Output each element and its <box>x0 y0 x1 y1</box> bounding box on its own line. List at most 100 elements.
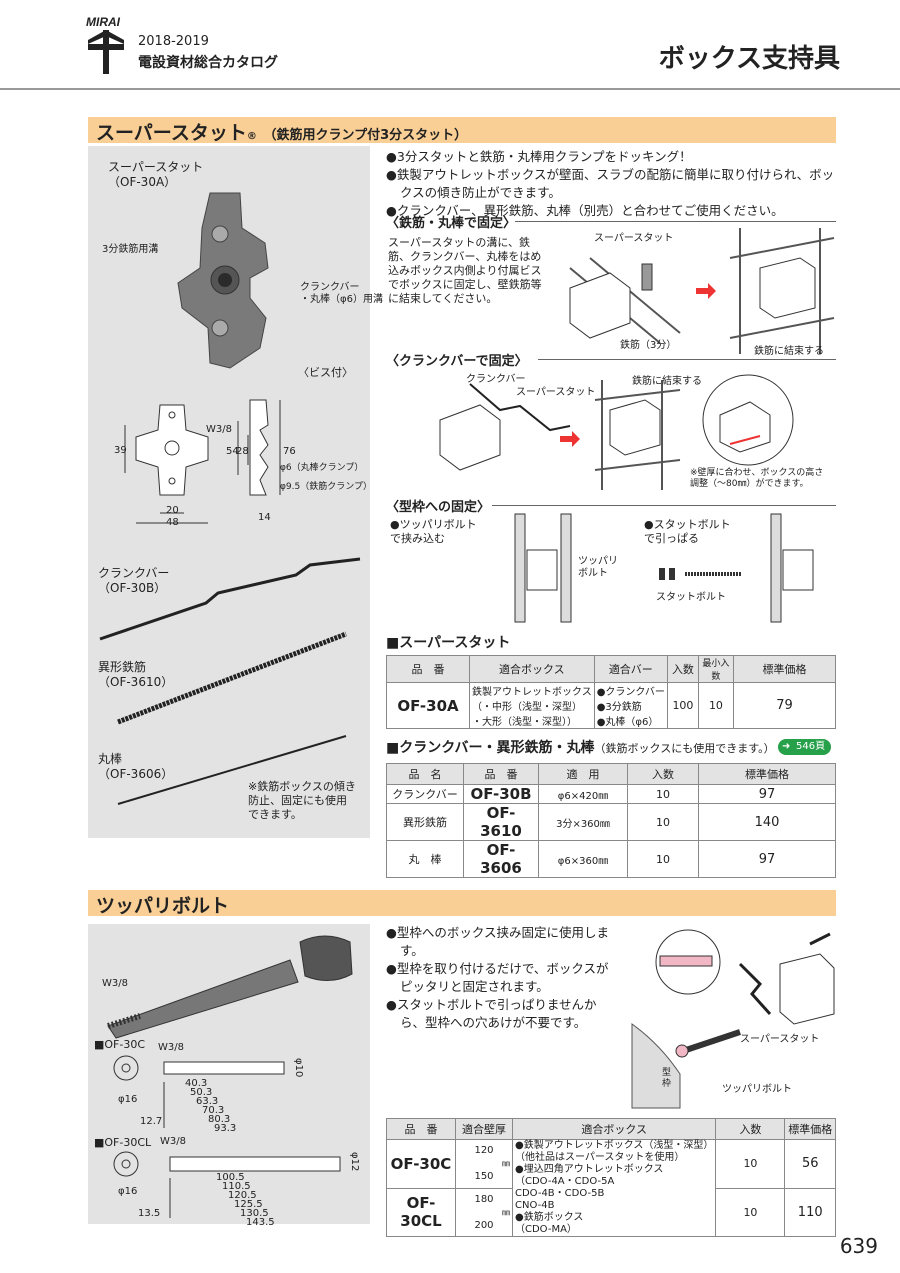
crank-fix-figure <box>439 374 794 490</box>
fig3-stud-label: スタットボルト <box>656 592 726 603</box>
cell-name: クランクバー <box>386 784 464 804</box>
section-band-tsuppari <box>88 890 836 916</box>
cell-qty: 10 <box>627 784 699 804</box>
super-stud-features: ●3分スタットと鉄筋・丸棒用クランプをドッキング！ ●鉄製アウトレットボックスが… <box>386 148 836 220</box>
th-qty: 入数 <box>666 655 699 683</box>
cell-code: OF-30C <box>386 1139 456 1189</box>
feature-line: ●3分スタットと鉄筋・丸棒用クランプをドッキング！ <box>386 149 692 164</box>
cell-price: 97 <box>698 840 836 878</box>
cell-qty: 10 <box>715 1187 786 1237</box>
section-title-tsuppari: ツッパリボルト <box>96 895 230 917</box>
crank-bar-label: クランクバー （OF-30B） <box>98 566 170 595</box>
page-title: ボックス支持具 <box>658 44 840 74</box>
of30c-dim: 63.3 <box>196 1096 219 1107</box>
row-bar: ●クランクバー ●3分鉄筋 ●丸棒（φ6） <box>593 682 668 729</box>
table-row: 異形鉄筋 OF-3610 3分×360㎜ 10 140 <box>386 803 836 841</box>
cell-price: 110 <box>784 1187 836 1237</box>
row-code: OF-30A <box>386 682 470 729</box>
rebar-fix-figure <box>569 228 835 354</box>
th-use: 適 用 <box>538 763 628 785</box>
of30c-w38: W3/8 <box>158 1042 184 1053</box>
fig3-method-b: ●スタットボルト で引っぱる <box>644 518 731 545</box>
of30cl-left-dim: 13.5 <box>138 1208 161 1219</box>
of30cl-dim: 120.5 <box>228 1190 257 1201</box>
groove-label-rebar: 3分鉄筋用溝 <box>102 244 159 255</box>
fig2-stud-label: スーパースタット <box>516 387 596 398</box>
of30cl-dim: 110.5 <box>222 1181 251 1192</box>
cell-qty: 10 <box>627 803 699 841</box>
th-box: 適合ボックス <box>469 655 595 683</box>
th-code: 品 番 <box>386 655 470 683</box>
page-ref-link[interactable]: ➜ 546頁 <box>778 739 832 755</box>
rebar-label: 異形鉄筋 （OF-3610） <box>98 660 174 689</box>
dim-w38: W3/8 <box>206 424 232 435</box>
form-fix-figure <box>514 513 814 623</box>
dim-48: 48 <box>166 517 179 528</box>
feature-line: ●クランクバー、異形鉄筋、丸棒（別売）と合わせてご使用ください。 <box>386 203 784 218</box>
dim-76: 76 <box>283 446 296 457</box>
round-rod-image <box>117 735 347 805</box>
feature-line: ●型枠を取り付けるだけで、ボックスがピッタリと固定されます。 <box>386 961 609 994</box>
mirai-logo-icon: MIRAI <box>86 15 124 74</box>
section-title-super-stud: スーパースタット® （鉄筋用クランプ付3分スタット） <box>96 122 468 144</box>
fig3-method-a: ●ツッパリボルト で挟み込む <box>390 518 477 545</box>
cell-use: φ6×420㎜ <box>538 784 628 804</box>
heading-rule <box>515 221 836 222</box>
th-bar: 適合バー <box>593 655 668 683</box>
dim-28: 28 <box>236 446 249 457</box>
photo-label-of30a: スーパースタット （OF-30A） <box>108 160 204 189</box>
super-stud-dimension-drawing <box>124 399 281 524</box>
table-row: クランクバー OF-30B φ6×420㎜ 10 97 <box>386 784 836 804</box>
super-stud-photo <box>177 192 269 369</box>
of30c-drawing <box>113 1055 285 1128</box>
cell-price: 97 <box>698 784 836 804</box>
cell-use: 3分×360㎜ <box>538 803 628 841</box>
of30c-dim: 40.3 <box>185 1078 208 1089</box>
cell-code: OF-30CL <box>386 1187 456 1237</box>
fig-bolt-label: ツッパリボルト <box>722 1084 792 1095</box>
row-qty: 100 <box>666 682 699 729</box>
of30cl-dim: 100.5 <box>216 1172 245 1183</box>
cell-use: φ6×360㎜ <box>538 840 628 878</box>
heading-form-fix: 〈型枠への固定〉 <box>386 500 491 515</box>
feature-line: ●スタットボルトで引っぱりませんから、型枠への穴あけが不要です。 <box>386 997 597 1030</box>
th-box: 適合ボックス <box>511 1118 717 1140</box>
table1-heading: ■スーパースタット <box>386 635 511 651</box>
of30cl-label: ■OF-30CL <box>94 1136 152 1149</box>
table2-heading: ■クランクバー・異形鉄筋・丸棒（鉄筋ボックスにも使用できます。） <box>386 740 775 756</box>
rebar-image <box>117 631 347 725</box>
th-wall: 適合壁厚 <box>455 1118 513 1140</box>
row-min: 10 <box>697 682 734 729</box>
cell-code: OF-30B <box>463 784 539 804</box>
table-row: 丸 棒 OF-3606 φ6×360㎜ 10 97 <box>386 840 836 878</box>
section-band-super-stud <box>88 117 836 143</box>
row-box: 鉄製アウトレットボックス （・中形（浅型・深型） ・大形（浅型・深型）） <box>469 682 595 729</box>
feature-line: ●鉄製アウトレットボックスが壁面、スラブの配筋に簡単に取り付けられ、ボックスの傾… <box>386 167 835 200</box>
fig1-tie-label: 鉄筋に結束する <box>754 346 824 357</box>
dim-54: 54 <box>226 446 239 457</box>
of30c-dim: 50.3 <box>190 1087 213 1098</box>
cell-box: ●鉄製アウトレットボックス（浅型・深型） （他社品はスーパースタットを使用） ●… <box>511 1139 717 1237</box>
of30c-label: ■OF-30C <box>94 1038 146 1051</box>
screw-note: 〈ビス付〉 <box>298 366 353 379</box>
th-code: 品 番 <box>386 1118 456 1140</box>
th-price: 標準価格 <box>732 655 837 683</box>
of30cl-dim: 143.5 <box>246 1217 275 1228</box>
header-rule <box>0 88 900 90</box>
of30c-phi16: φ16 <box>118 1094 138 1105</box>
of30c-dim: 70.3 <box>202 1105 225 1116</box>
crank-bar-image <box>99 557 361 641</box>
cell-price: 140 <box>698 803 836 841</box>
th-name: 品 名 <box>386 763 464 785</box>
fig2-note: ※壁厚に合わせ、ボックスの高さ調整（～80㎜）ができます。 <box>690 468 824 489</box>
heading-crank-fix: 〈クランクバーで固定〉 <box>386 354 528 369</box>
th-price: 標準価格 <box>784 1118 836 1140</box>
th-qty: 入数 <box>627 763 699 785</box>
cell-code: OF-3610 <box>463 803 539 841</box>
heading-rebar-fix: 〈鉄筋・丸棒で固定〉 <box>386 216 517 231</box>
th-code: 品 番 <box>463 763 539 785</box>
dim-phi6: φ6（丸棒クランプ） <box>280 463 364 473</box>
